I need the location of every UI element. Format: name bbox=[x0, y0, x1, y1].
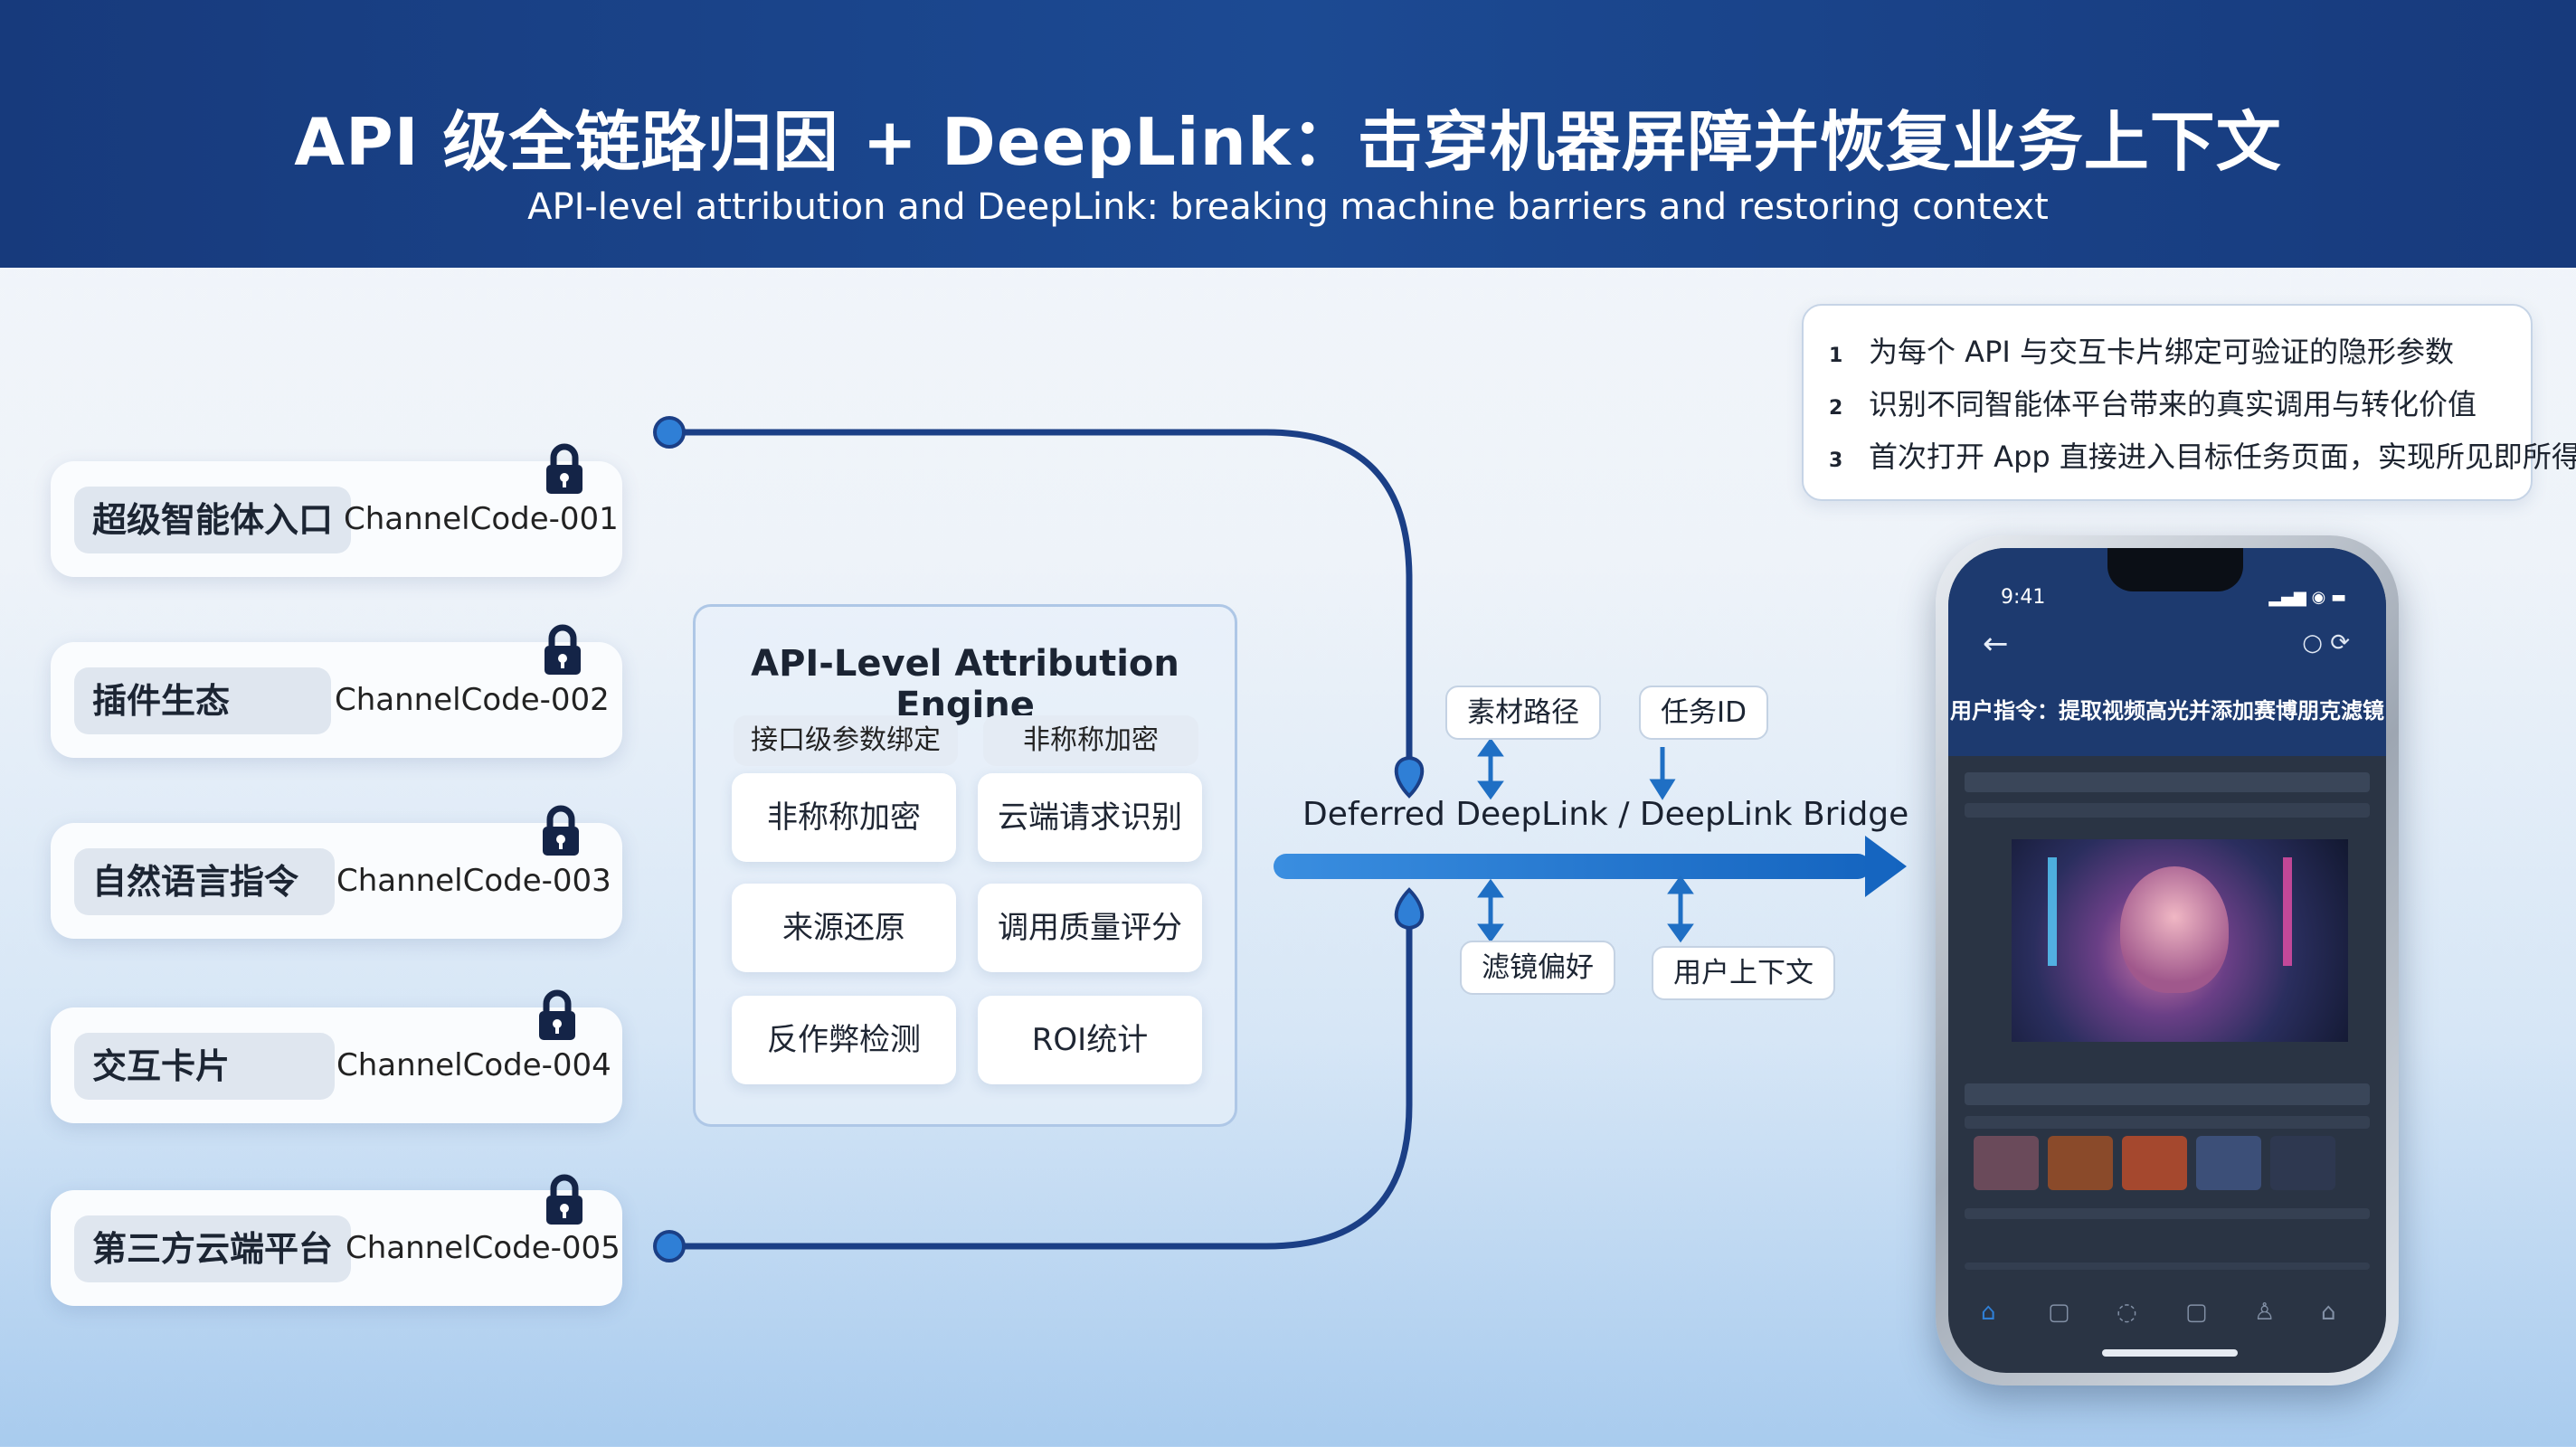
engine-cell[interactable]: 云端请求识别 bbox=[978, 773, 1202, 862]
channel-name: 第三方云端平台 bbox=[74, 1215, 352, 1282]
clip-thumbnail[interactable] bbox=[2196, 1136, 2261, 1190]
lock-icon bbox=[543, 805, 579, 856]
channel-name: 自然语言指令 bbox=[74, 848, 335, 915]
top-connector-dot bbox=[653, 416, 686, 449]
toolbar-strip bbox=[1965, 772, 2370, 792]
neon-light bbox=[2048, 857, 2057, 966]
video-preview[interactable] bbox=[2012, 839, 2348, 1042]
channel-card-2[interactable]: 插件生态 ChannelCode-002 bbox=[51, 642, 622, 758]
nav-icon[interactable]: ▢ bbox=[2048, 1299, 2070, 1326]
neon-light bbox=[2283, 857, 2292, 966]
lock-icon bbox=[545, 624, 581, 675]
param-filter-pref: 滤镜偏好 bbox=[1460, 941, 1615, 995]
toolbar-strip bbox=[1965, 803, 2370, 818]
home-indicator bbox=[2102, 1349, 2238, 1357]
nav-icon[interactable]: ◌ bbox=[2117, 1299, 2137, 1326]
lock-icon bbox=[539, 989, 575, 1040]
clip-thumbnail[interactable] bbox=[2048, 1136, 2113, 1190]
timeline-strip bbox=[1965, 1116, 2370, 1129]
engine-chip: 接口级参数绑定 bbox=[734, 715, 958, 766]
lock-icon bbox=[546, 443, 582, 494]
channel-code: ChannelCode-001 bbox=[344, 501, 619, 537]
back-arrow-icon[interactable]: ← bbox=[1983, 626, 2009, 662]
page-title: API 级全链路归因 + DeepLink：击穿机器屏障并恢复业务上下文 bbox=[294, 104, 2282, 180]
channel-card-4[interactable]: 交互卡片 ChannelCode-004 bbox=[51, 1007, 622, 1123]
benefit-item: 3 首次打开 App 直接进入目标任务页面，实现所见即所得 bbox=[1829, 434, 2576, 479]
benefit-num: 1 bbox=[1829, 345, 1843, 367]
phone-screen: 9:41 ▂▄▆ ◉ ▬ ← ○ ⟳ 用户指令：提取视频高光并添加赛博朋克滤镜 … bbox=[1948, 548, 2386, 1373]
benefit-num: 2 bbox=[1829, 397, 1843, 420]
benefit-item: 2 识别不同智能体平台带来的真实调用与转化价值 bbox=[1829, 382, 2477, 427]
phone-mockup: 9:41 ▂▄▆ ◉ ▬ ← ○ ⟳ 用户指令：提取视频高光并添加赛博朋克滤镜 … bbox=[1936, 535, 2399, 1386]
benefit-item: 1 为每个 API 与交互卡片绑定可验证的隐形参数 bbox=[1829, 329, 2454, 374]
user-command: 用户指令：提取视频高光并添加赛博朋克滤镜 bbox=[1950, 698, 2384, 724]
bridge-arrow-shaft bbox=[1274, 854, 1870, 879]
phone-notch bbox=[2107, 548, 2243, 591]
divider bbox=[1965, 1263, 2370, 1270]
engine-cell[interactable]: 反作弊检测 bbox=[732, 996, 956, 1084]
attribution-engine-panel: API-Level Attribution Engine 接口级参数绑定 非称称… bbox=[693, 604, 1237, 1127]
status-time: 9:41 bbox=[2001, 586, 2046, 609]
nav-icon[interactable]: ♙ bbox=[2254, 1299, 2276, 1326]
channel-card-5[interactable]: 第三方云端平台 ChannelCode-005 bbox=[51, 1190, 622, 1306]
channel-card-1[interactable]: 超级智能体入口 ChannelCode-001 bbox=[51, 461, 622, 577]
bottom-pin-icon bbox=[1394, 887, 1425, 931]
engine-cell[interactable]: 来源还原 bbox=[732, 884, 956, 972]
benefits-panel: 1 为每个 API 与交互卡片绑定可验证的隐形参数 2 识别不同智能体平台带来的真实… bbox=[1802, 304, 2576, 501]
timeline-strip[interactable] bbox=[1965, 1083, 2370, 1105]
video-subject bbox=[2120, 866, 2229, 993]
param-arrows bbox=[1477, 737, 1694, 943]
benefit-text: 首次打开 App 直接进入目标任务页面，实现所见即所得 bbox=[1869, 440, 2576, 474]
timeline-strip bbox=[1965, 1208, 2370, 1219]
channel-name: 交互卡片 bbox=[74, 1033, 335, 1100]
benefit-text: 识别不同智能体平台带来的真实调用与转化价值 bbox=[1869, 387, 2477, 421]
benefit-num: 3 bbox=[1829, 449, 1843, 472]
bottom-connector bbox=[671, 908, 1413, 1250]
bottom-nav: ⌂ ▢ ◌ ▢ ♙ ⌂ bbox=[1948, 1299, 2386, 1335]
clip-thumbnail[interactable] bbox=[2122, 1136, 2187, 1190]
channel-code: ChannelCode-005 bbox=[346, 1230, 620, 1266]
channel-name: 插件生态 bbox=[74, 667, 331, 734]
top-pin-icon bbox=[1394, 755, 1425, 799]
clip-thumbnail[interactable] bbox=[1974, 1136, 2039, 1190]
page-subtitle: API-level attribution and DeepLink: brea… bbox=[527, 186, 2049, 228]
home-icon[interactable]: ⌂ bbox=[1981, 1299, 1996, 1326]
param-material-path: 素材路径 bbox=[1445, 686, 1601, 740]
engine-cell[interactable]: 非称称加密 bbox=[732, 773, 956, 862]
param-task-id: 任务ID bbox=[1639, 686, 1769, 740]
header-banner: API 级全链路归因 + DeepLink：击穿机器屏障并恢复业务上下文 API… bbox=[0, 0, 2576, 268]
param-user-context: 用户上下文 bbox=[1652, 946, 1835, 1000]
channel-code: ChannelCode-002 bbox=[335, 682, 610, 718]
benefit-text: 为每个 API 与交互卡片绑定可验证的隐形参数 bbox=[1869, 335, 2454, 369]
nav-icon[interactable]: ⌂ bbox=[2321, 1299, 2336, 1326]
top-connector bbox=[671, 429, 1413, 767]
signal-battery-icon: ▂▄▆ ◉ ▬ bbox=[2268, 588, 2346, 607]
bridge-arrow-head bbox=[1865, 836, 1907, 897]
share-icon[interactable]: ○ ⟳ bbox=[2302, 629, 2350, 657]
bridge-label: Deferred DeepLink / DeepLink Bridge bbox=[1302, 796, 1909, 833]
lock-icon bbox=[546, 1174, 582, 1225]
nav-icon[interactable]: ▢ bbox=[2185, 1299, 2208, 1326]
engine-cell[interactable]: 调用质量评分 bbox=[978, 884, 1202, 972]
bottom-connector-dot bbox=[653, 1230, 686, 1263]
channel-name: 超级智能体入口 bbox=[74, 487, 352, 553]
channel-code: ChannelCode-003 bbox=[336, 863, 611, 899]
engine-cell[interactable]: ROI统计 bbox=[978, 996, 1202, 1084]
engine-title: API-Level Attribution Engine bbox=[751, 643, 1179, 726]
engine-chip: 非称称加密 bbox=[983, 715, 1198, 766]
clip-thumbnail[interactable] bbox=[2270, 1136, 2335, 1190]
channel-code: ChannelCode-004 bbox=[336, 1047, 611, 1083]
channel-card-3[interactable]: 自然语言指令 ChannelCode-003 bbox=[51, 823, 622, 939]
